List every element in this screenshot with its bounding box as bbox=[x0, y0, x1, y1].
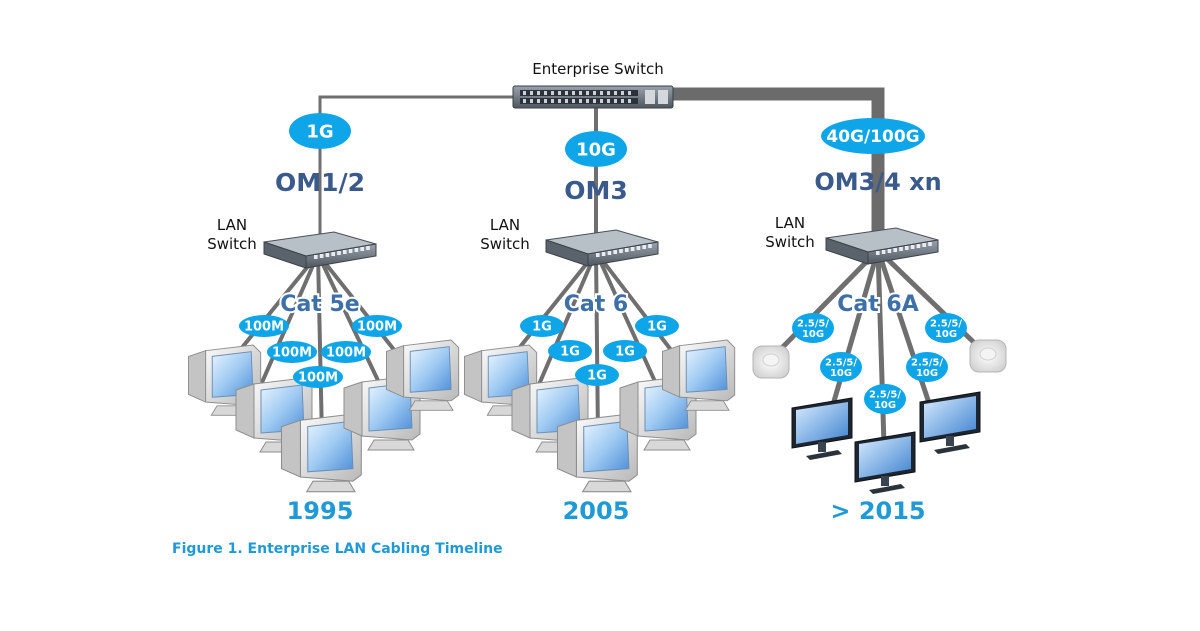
device-speed-bubble-shape bbox=[321, 341, 371, 363]
copper-cable bbox=[875, 247, 991, 359]
device-speed-bubble-text: 2.5/5/10G bbox=[911, 357, 943, 379]
lan-switch-icon bbox=[545, 229, 659, 267]
device-speed-bubble-text: 100M bbox=[298, 371, 338, 386]
copper-cable bbox=[875, 247, 935, 415]
device-speed-bubble-text: 2.5/5/10G bbox=[869, 389, 901, 411]
device-speed-bubble: 1G bbox=[603, 340, 647, 362]
device-speed-bubble: 100M bbox=[239, 315, 289, 337]
fiber-type-label: OM1/2 bbox=[275, 168, 365, 197]
flat-monitor-icon bbox=[919, 391, 981, 454]
uplink-speed-bubble-shape bbox=[289, 113, 351, 149]
crt-monitor-icon bbox=[464, 344, 538, 416]
enterprise-switch bbox=[512, 85, 674, 109]
device-speed-bubble: 2.5/5/10G bbox=[906, 352, 948, 382]
wireless-access-point-icon bbox=[969, 339, 1007, 373]
fiber-type-label: OM3 bbox=[564, 176, 628, 205]
device-speed-bubble-text: 1G bbox=[587, 369, 607, 384]
device-speed-bubble-text: 100M bbox=[272, 346, 312, 361]
device-speed-bubble-shape bbox=[792, 313, 834, 343]
device-speed-bubble: 1G bbox=[575, 364, 619, 386]
uplink-speed-bubble-text: 1G bbox=[306, 121, 333, 142]
device-speed-bubble-text: 2.5/5/10G bbox=[797, 318, 829, 340]
device-speed-bubble-shape bbox=[906, 352, 948, 382]
device-speed-bubble-text: 1G bbox=[647, 320, 667, 335]
device-speed-bubble-shape bbox=[267, 341, 317, 363]
lan-switch-icon bbox=[263, 231, 377, 269]
device-speed-bubble: 100M bbox=[321, 341, 371, 363]
device-speed-bubble-shape bbox=[575, 364, 619, 386]
device-speed-bubble-shape bbox=[520, 315, 564, 337]
device-speed-bubble: 2.5/5/10G bbox=[820, 352, 862, 382]
device-speed-bubble-text: 2.5/5/10G bbox=[930, 318, 962, 340]
crt-monitor-icon bbox=[280, 413, 362, 493]
device-speed-bubble-shape bbox=[603, 340, 647, 362]
device-speed-bubble-text: 100M bbox=[244, 320, 284, 335]
device-speed-bubble-text: 100M bbox=[326, 346, 366, 361]
figure-caption: Figure 1. Enterprise LAN Cabling Timelin… bbox=[172, 541, 503, 557]
device-speed-bubble-shape bbox=[239, 315, 289, 337]
copper-cable bbox=[827, 247, 881, 418]
crt-monitor-icon bbox=[386, 339, 460, 411]
device-speed-bubble-text: 1G bbox=[615, 345, 635, 360]
crt-monitor-icon bbox=[662, 339, 736, 411]
uplink-speed-bubble-shape bbox=[565, 131, 627, 167]
device-speed-bubble-text: 100M bbox=[357, 320, 397, 335]
copper-cable bbox=[594, 250, 600, 440]
uplink-speed-bubble-text: 40G/100G bbox=[826, 127, 919, 147]
copper-category-label: Cat 5e bbox=[280, 292, 359, 317]
uplink-speed-bubble: 10G bbox=[565, 131, 627, 167]
fiber-type-label: OM3/4 xn bbox=[814, 168, 941, 196]
year-label: 2005 bbox=[563, 497, 630, 525]
uplink-speed-bubble-shape bbox=[821, 118, 925, 154]
device-speed-bubble-shape bbox=[820, 352, 862, 382]
device-speed-bubble: 1G bbox=[520, 315, 564, 337]
year-label: 1995 bbox=[287, 497, 354, 525]
uplink-cable-2015 bbox=[672, 87, 885, 232]
uplink-cable-1995 bbox=[318, 95, 514, 240]
device-speed-bubble-shape bbox=[925, 313, 967, 343]
device-speed-bubble-shape bbox=[864, 384, 906, 414]
uplink-speed-bubble-text: 10G bbox=[576, 139, 616, 160]
device-speed-bubble: 100M bbox=[293, 366, 343, 388]
enterprise-switch-label: Enterprise Switch bbox=[532, 60, 664, 78]
device-speed-bubble: 2.5/5/10G bbox=[792, 313, 834, 343]
copper-cable bbox=[875, 247, 887, 448]
copper-category-label: Cat 6A bbox=[837, 292, 919, 317]
device-speed-bubble-text: 1G bbox=[560, 345, 580, 360]
device-speed-bubble-text: 2.5/5/10G bbox=[825, 357, 857, 379]
device-speed-bubble-shape bbox=[293, 366, 343, 388]
device-speed-bubble: 2.5/5/10G bbox=[925, 313, 967, 343]
device-speed-bubble: 2.5/5/10G bbox=[864, 384, 906, 414]
flat-monitor-icon bbox=[791, 397, 853, 460]
copper-cable bbox=[767, 247, 881, 363]
device-speed-bubble-shape bbox=[352, 315, 402, 337]
crt-monitor-icon bbox=[556, 413, 638, 493]
device-speed-bubble-shape bbox=[548, 340, 592, 362]
lan-switch-icon bbox=[825, 227, 939, 265]
device-speed-bubble: 100M bbox=[267, 341, 317, 363]
device-speed-bubble: 1G bbox=[548, 340, 592, 362]
copper-cable bbox=[316, 252, 324, 440]
wireless-access-point-icon bbox=[752, 345, 790, 379]
device-speed-bubble-text: 1G bbox=[532, 320, 552, 335]
device-speed-bubble: 100M bbox=[352, 315, 402, 337]
backbone-cables bbox=[318, 87, 885, 240]
uplink-speed-bubble: 40G/100G bbox=[821, 118, 925, 154]
copper-category-label: Cat 6 bbox=[564, 292, 628, 317]
device-speed-bubble-shape bbox=[635, 315, 679, 337]
device-speed-bubble: 1G bbox=[635, 315, 679, 337]
copper-cables bbox=[767, 247, 991, 448]
uplink-speed-bubble: 1G bbox=[289, 113, 351, 149]
year-label: > 2015 bbox=[830, 497, 925, 525]
flat-monitor-icon bbox=[854, 431, 916, 494]
